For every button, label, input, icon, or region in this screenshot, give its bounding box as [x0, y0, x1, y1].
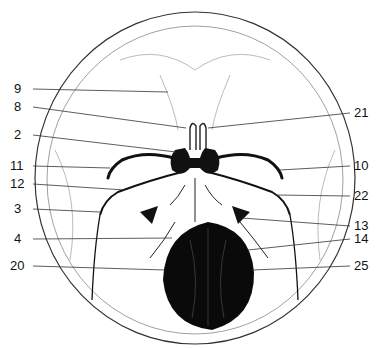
- leader-line: [280, 166, 350, 170]
- posterior-sinus-mass: [163, 222, 254, 330]
- vein: [205, 185, 222, 205]
- olfactory-vessels: [190, 123, 206, 150]
- vein: [170, 185, 185, 205]
- leader-line: [33, 266, 165, 270]
- contour: [212, 75, 230, 130]
- intercavernous-sinus: [188, 158, 202, 168]
- leader-line: [208, 113, 350, 128]
- sinus: [100, 172, 182, 215]
- leader-line: [33, 184, 125, 190]
- cavernous-sinus: [171, 148, 220, 174]
- sinus: [140, 206, 158, 224]
- orbital-roof: [120, 54, 270, 70]
- callout-number: 10: [354, 159, 368, 173]
- callout-number: 2: [14, 128, 21, 142]
- sinus: [108, 154, 174, 178]
- outer-table: [35, 12, 355, 344]
- leader-line: [248, 239, 350, 250]
- contour: [318, 150, 335, 260]
- line: [190, 240, 196, 318]
- leader-line: [33, 107, 186, 128]
- leader-line: [33, 135, 176, 152]
- contour: [160, 75, 178, 130]
- leader-line: [242, 218, 350, 226]
- meningeal-vessel: [290, 215, 298, 300]
- callout-number: 11: [10, 159, 24, 173]
- vessel: [200, 123, 206, 150]
- callout-number: 12: [10, 177, 24, 191]
- sinus: [200, 148, 220, 174]
- callout-number: 8: [14, 100, 21, 114]
- callout-number: 3: [14, 202, 21, 216]
- callout-number: 14: [354, 232, 368, 246]
- leader-line: [33, 238, 172, 239]
- callout-number: 4: [14, 232, 21, 246]
- leader-line: [33, 209, 100, 212]
- vein: [195, 178, 196, 222]
- meningeal-vessel: [92, 215, 100, 300]
- sinus: [232, 206, 250, 224]
- callout-number: 9: [14, 82, 21, 96]
- mass-texture: [190, 228, 226, 326]
- leader-line: [33, 89, 168, 92]
- sinus: [216, 154, 282, 178]
- skull-outline: [35, 12, 355, 344]
- vessel: [190, 123, 196, 150]
- callout-number: 21: [354, 106, 368, 120]
- line: [208, 228, 209, 326]
- leader-lines: [33, 89, 350, 270]
- leader-line: [252, 266, 350, 270]
- callout-number: 25: [354, 259, 368, 273]
- leader-line: [33, 166, 110, 168]
- sphenoparietal-sinus: [108, 154, 282, 178]
- leader-line: [276, 195, 350, 196]
- callout-number: 13: [354, 219, 368, 233]
- callout-number: 20: [10, 259, 24, 273]
- inner-table: [47, 26, 343, 334]
- sinus: [208, 172, 290, 215]
- callout-number: 22: [354, 189, 368, 203]
- line: [220, 240, 226, 318]
